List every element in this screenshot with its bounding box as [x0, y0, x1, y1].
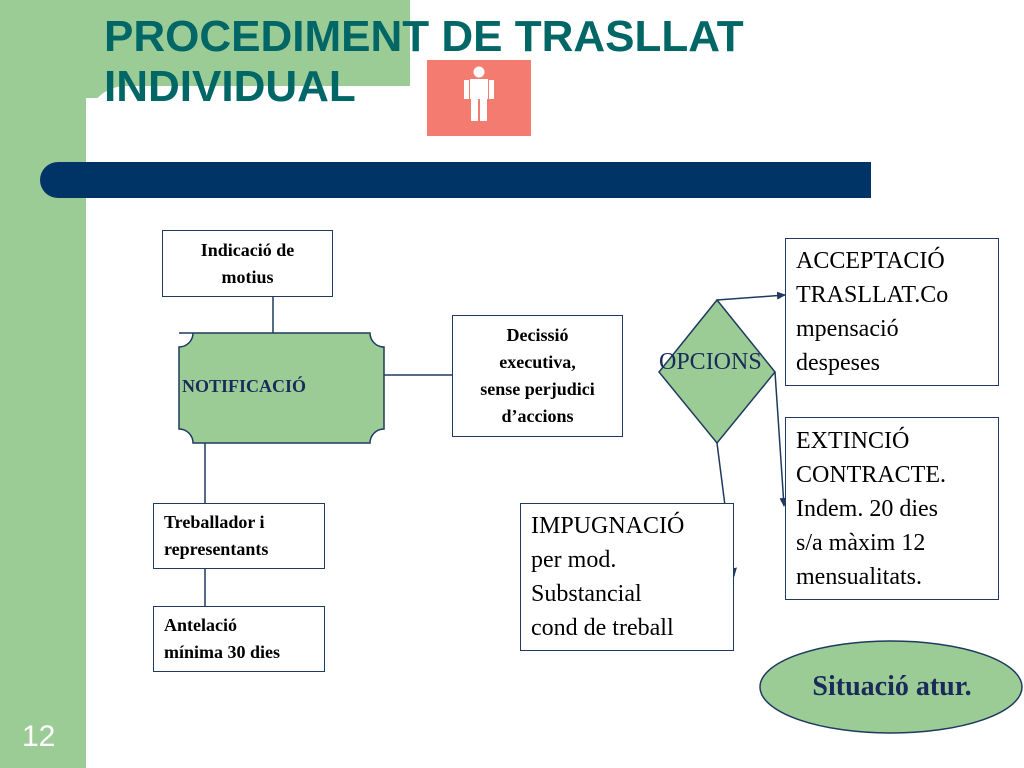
box-line: sense perjudici	[480, 379, 595, 399]
situacio-label: Situació atur.	[812, 671, 972, 702]
title-line-2: INDIVIDUAL	[104, 62, 356, 111]
opcions-label: OPCIONS	[659, 349, 762, 375]
box-line: d’accions	[501, 406, 574, 426]
notificacio-label: NOTIFICACIÓ	[182, 376, 307, 396]
box-line: s/a màxim 12	[796, 529, 926, 556]
box-line: despeses	[796, 350, 880, 376]
box-line: Substancial	[531, 581, 642, 607]
arrow-extincio	[774, 371, 788, 507]
decisio-box: Decissió executiva, sense perjudici d’ac…	[452, 315, 623, 437]
box-line: Treballador i	[164, 512, 265, 532]
box-line: Indicació de	[200, 239, 295, 260]
sidebar-band	[0, 0, 86, 768]
title-underline-bar	[40, 162, 871, 198]
page-number: 12	[22, 720, 56, 753]
box-line: executiva,	[499, 352, 576, 372]
person-badge	[427, 60, 531, 136]
top-band	[0, 0, 410, 98]
box-line: mpensació	[796, 316, 899, 342]
impugnacio-box: IMPUGNACIÓ per mod. Substancial cond de …	[520, 503, 734, 651]
extincio-box: EXTINCIÓ CONTRACTE. Indem. 20 dies s/a m…	[785, 417, 999, 600]
arrow-acceptacio	[716, 291, 786, 301]
treballador-box: Treballador i representants	[153, 503, 325, 569]
box-line: Indem. 20 dies	[796, 495, 938, 522]
box-line: representants	[164, 539, 269, 559]
box-line: Antelació	[164, 615, 237, 635]
box-line: cond de treball	[531, 615, 674, 641]
acceptacio-box: ACCEPTACIÓ TRASLLAT.Co mpensació despese…	[785, 238, 999, 386]
notificacio-shape	[178, 332, 385, 444]
title-line-1: PROCEDIMENT DE TRASLLAT	[104, 12, 744, 61]
box-line: per mod.	[531, 547, 617, 573]
indicacio-box: Indicació de motius	[162, 230, 333, 297]
box-line: CONTRACTE.	[796, 461, 946, 488]
box-line: ACCEPTACIÓ	[796, 248, 945, 274]
box-line: mínima 30 dies	[164, 642, 281, 662]
box-line: Decissió	[506, 325, 569, 345]
antelacio-box: Antelació mínima 30 dies	[153, 606, 325, 672]
person-icon	[464, 66, 494, 121]
opcions-diamond	[658, 298, 776, 445]
box-line: motius	[221, 266, 274, 287]
page-title: PROCEDIMENT DE TRASLLAT INDIVIDUAL	[104, 12, 744, 112]
box-line: IMPUGNACIÓ	[531, 513, 685, 539]
box-line: TRASLLAT.Co	[796, 282, 949, 308]
situacio-ellipse	[759, 640, 1023, 734]
box-line: EXTINCIÓ	[796, 427, 910, 454]
box-line: mensualitats.	[796, 563, 922, 590]
